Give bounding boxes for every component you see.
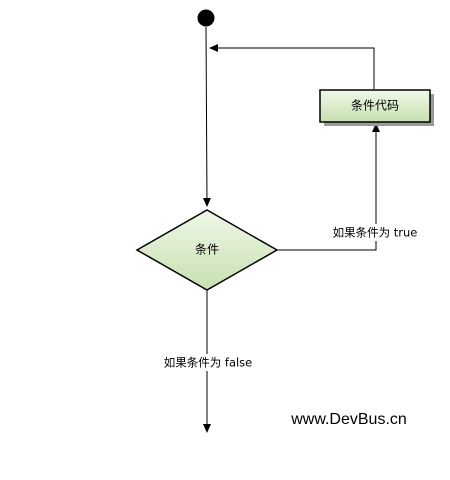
- code-node-label: 条件代码: [351, 99, 399, 113]
- code-node: 条件代码: [319, 89, 434, 126]
- code-node-box: [319, 89, 431, 123]
- true-branch-label: 如果条件为 true: [333, 226, 418, 240]
- start-node: [197, 9, 215, 27]
- true-label-background: [331, 224, 419, 241]
- condition-node-diamond: [135, 209, 279, 291]
- edge-start-to-condition: [202, 26, 211, 207]
- watermark-text: www.DevBus.cn: [290, 411, 407, 428]
- edge-condition-to-code: [277, 123, 380, 251]
- edge-code-to-loop-back: [209, 44, 375, 89]
- condition-node-label: 条件: [195, 243, 219, 257]
- false-label-background: [162, 354, 254, 371]
- condition-node: 条件: [135, 209, 279, 291]
- false-branch-label: 如果条件为 false: [164, 356, 253, 370]
